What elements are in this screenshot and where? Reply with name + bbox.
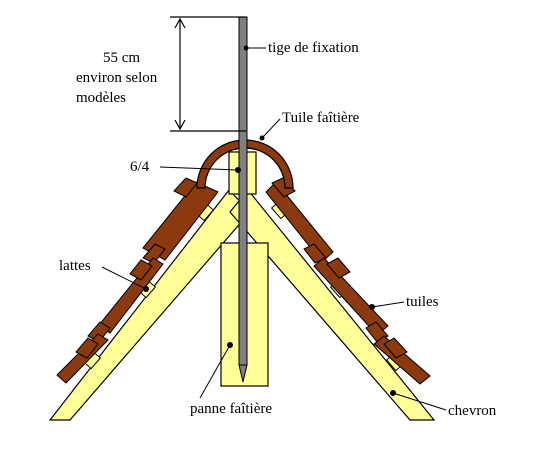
dimension-label-line-1: 55 cm (103, 50, 140, 66)
ridge-purlin-label: panne faîtière (190, 401, 272, 417)
ridge-tile-label: Tuile faîtière (282, 110, 360, 126)
battens-label: lattes (59, 258, 91, 274)
dimension-label-line-3: modèles (76, 90, 126, 106)
rafter-right (229, 189, 436, 421)
tiles-left (56, 177, 219, 384)
leader-lines (101, 45, 447, 411)
fixing-rod (238, 16, 248, 366)
ridge-tile (196, 139, 294, 189)
block-label: 6/4 (130, 159, 150, 175)
dimension-marker (170, 16, 246, 132)
rafter-left (48, 189, 251, 421)
tiles-label: tuiles (406, 294, 439, 310)
fixing-rod-tip (238, 364, 248, 383)
tiles-right (265, 177, 431, 385)
dimension-label-line-2: environ selon (76, 70, 158, 86)
rod-label: tige de fixation (268, 40, 359, 56)
rafter-label: chevron (448, 403, 497, 419)
